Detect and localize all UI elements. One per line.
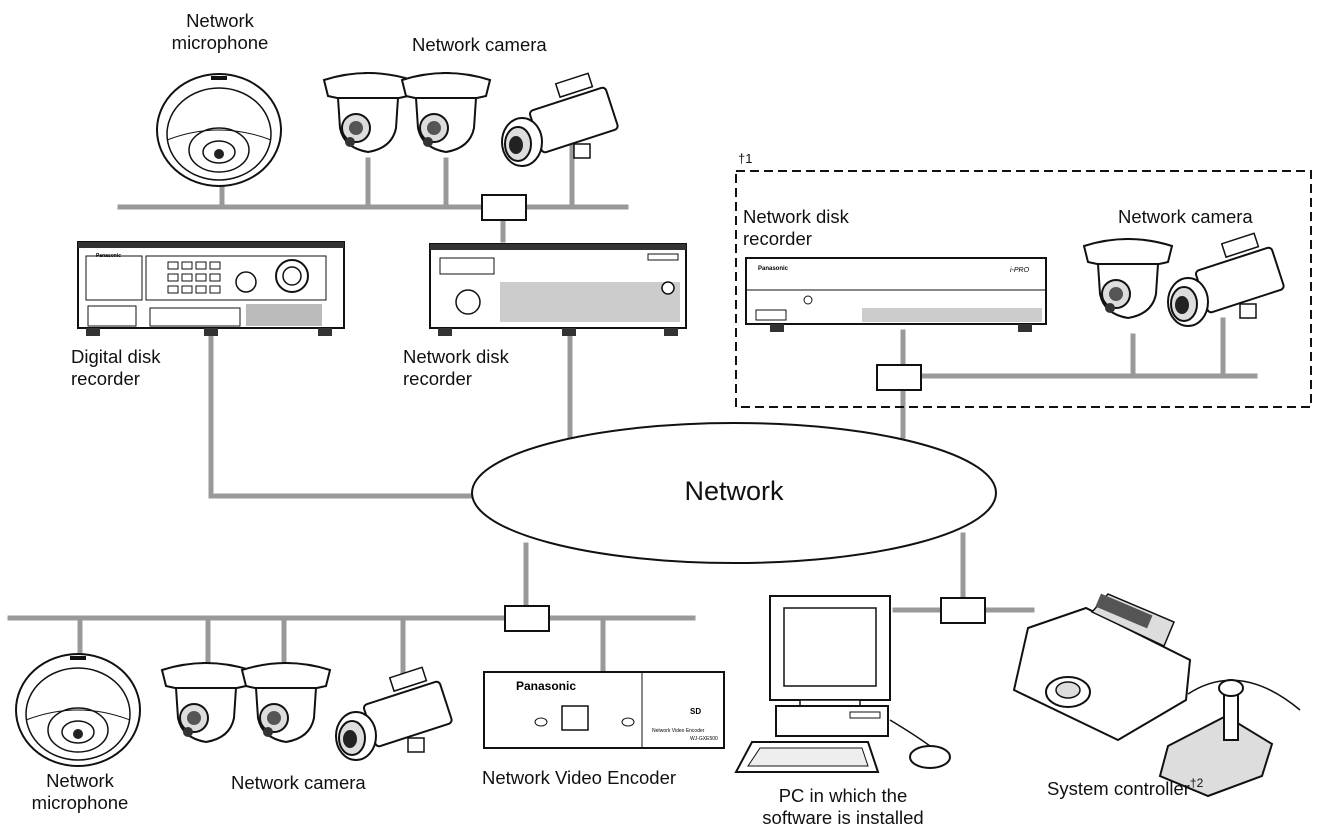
network-video-encoder: Panasonic SD Network Video Encoder WJ-GX… (483, 671, 725, 749)
label-network-microphone-top: Network microphone (160, 10, 280, 54)
dome-camera-bottom-2 (241, 661, 331, 743)
label-ndr-mid-line-2: recorder (403, 368, 472, 389)
label-system-controller: System controller†2 (1047, 772, 1203, 800)
dome-camera-bottom-1 (161, 661, 251, 743)
system-controller (1012, 593, 1301, 798)
ddr-brand: Panasonic (96, 253, 121, 259)
encoder-model-1: Network Video Encoder (652, 728, 705, 734)
label-ndr-right: Network disk recorder (743, 206, 849, 250)
label-ndr-right-line-2: recorder (743, 228, 812, 249)
ndr-mid-brand: Panasonic (434, 253, 459, 259)
label-ndr-mid: Network disk recorder (403, 346, 509, 390)
dome-camera-right (1083, 237, 1173, 319)
dome-camera-top-2 (401, 71, 491, 153)
box-camera-top (501, 72, 620, 167)
label-ndr-mid-line-1: Network disk (403, 346, 509, 367)
ndr-right-ipro: i-PRO (1010, 267, 1030, 274)
pc (734, 595, 951, 773)
remote-site-box (735, 170, 1312, 408)
label-mic-bottom-line-2: microphone (31, 792, 129, 813)
network-cloud (471, 422, 997, 564)
encoder-brand: Panasonic (516, 679, 576, 693)
network-lines (7, 137, 1258, 683)
label-pc: PC in which the software is installed (733, 785, 953, 829)
label-system-controller-text: System controller (1047, 778, 1190, 799)
label-network-camera-bottom: Network camera (231, 772, 366, 793)
network-disk-recorder-mid: Panasonic (429, 243, 687, 336)
network-disk-recorder-right: Panasonic i-PRO (745, 257, 1047, 332)
label-network: Network (684, 476, 784, 506)
label-digital-disk-recorder: Digital disk recorder (71, 346, 160, 390)
label-network-video-encoder: Network Video Encoder (482, 767, 677, 788)
network-microphone-bottom (15, 653, 141, 767)
hub-pc (940, 597, 986, 624)
label-network-camera-right: Network camera (1118, 206, 1253, 227)
label-ndr-right-line-1: Network disk (743, 206, 849, 227)
label-network-microphone-bottom: Network microphone (20, 770, 140, 814)
encoder-sd-logo: SD (690, 707, 701, 716)
encoder-model-2: WJ-GXE500 (690, 736, 718, 742)
label-system-controller-sup: †2 (1189, 776, 1204, 790)
network-microphone-top (156, 73, 282, 187)
hub-right (876, 364, 922, 391)
label-pc-line-2: software is installed (762, 807, 924, 828)
label-ddr-line-1: Digital disk (71, 346, 161, 367)
box-camera-bottom (335, 666, 454, 761)
label-network-camera-top: Network camera (412, 34, 547, 55)
hub-top (481, 194, 527, 221)
label-mic-top-line-2: microphone (171, 32, 269, 53)
dome-camera-top-1 (323, 71, 413, 153)
label-ddr-line-2: recorder (71, 368, 140, 389)
label-pc-line-1: PC in which the (778, 785, 908, 806)
box-camera-right (1167, 232, 1286, 327)
label-mic-top-line-1: Network (186, 10, 254, 31)
digital-disk-recorder: Panasonic (77, 241, 345, 336)
ndr-right-brand: Panasonic (758, 266, 789, 272)
label-mic-bottom-line-1: Network (46, 770, 114, 791)
label-dagger-1: †1 (738, 151, 753, 166)
hub-bottom (504, 605, 550, 632)
